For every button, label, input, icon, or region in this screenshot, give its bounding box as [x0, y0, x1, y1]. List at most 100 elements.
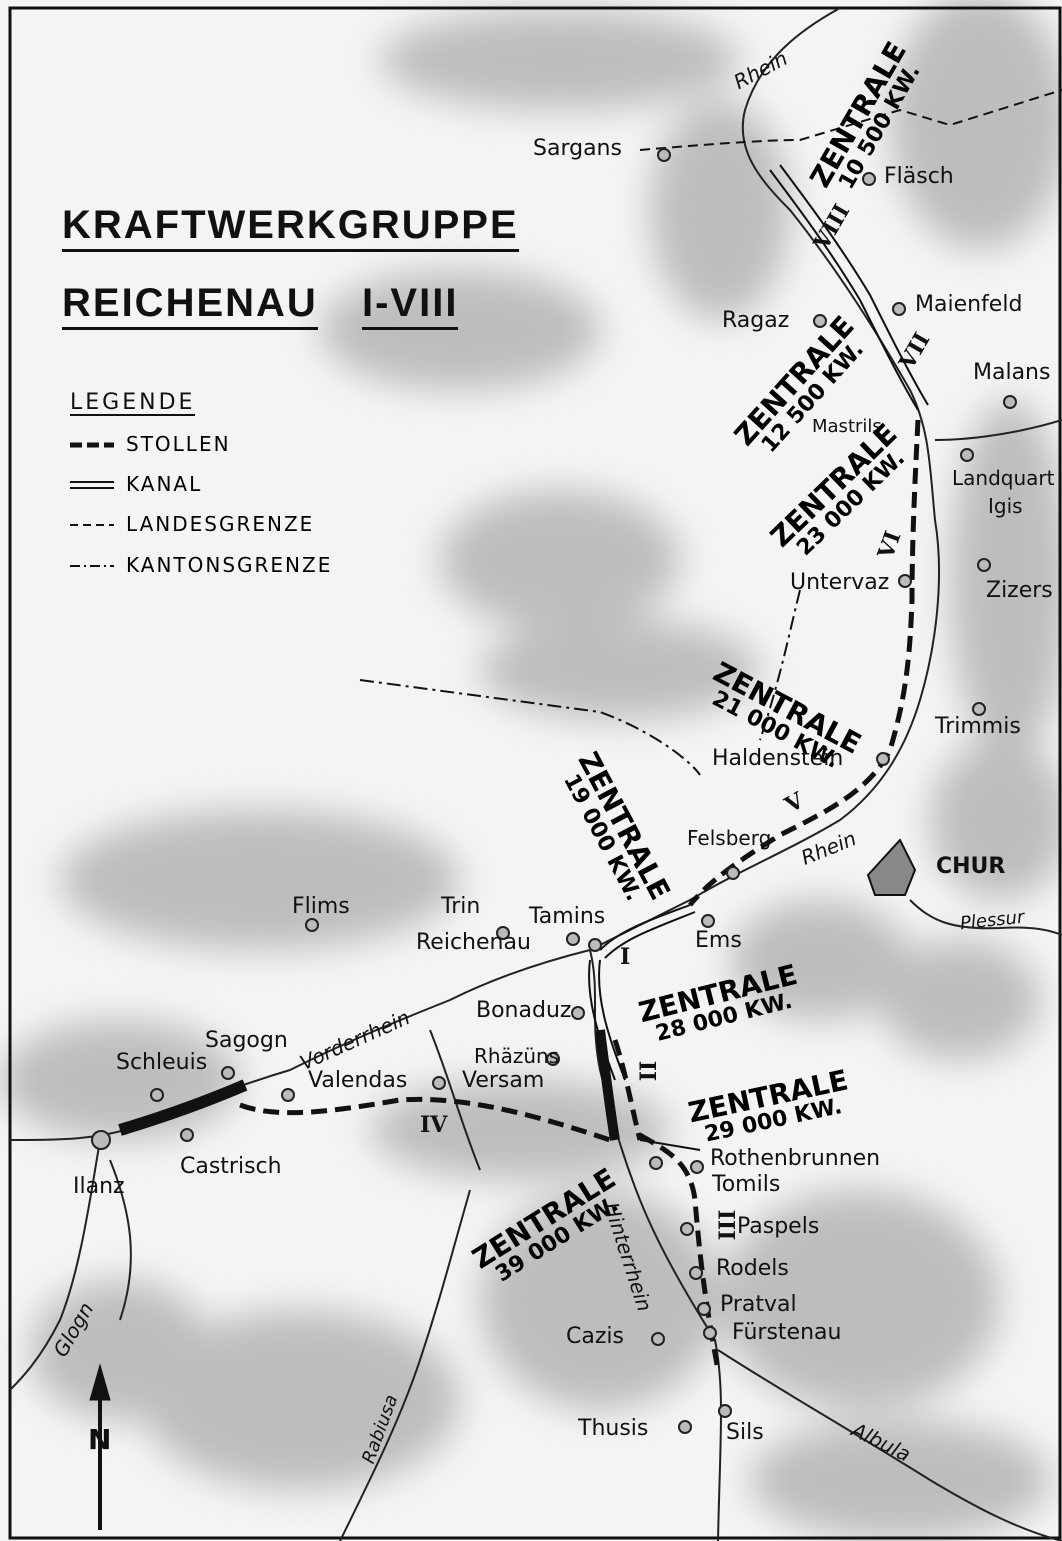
legend-heading: LEGENDE — [70, 390, 196, 416]
place-marker — [977, 558, 991, 572]
place-marker — [813, 314, 827, 328]
legend-label: STOLLEN — [126, 432, 231, 456]
place-chur: CHUR — [936, 854, 1006, 879]
place-schleuis: Schleuis — [116, 1050, 208, 1075]
place-felsberg: Felsberg — [687, 826, 772, 850]
legend-label: KANAL — [126, 472, 203, 496]
place-marker — [680, 1222, 694, 1236]
place-marker — [690, 1160, 704, 1174]
place-sagogn: Sagogn — [205, 1028, 288, 1053]
landesgrenze-line — [639, 89, 1062, 151]
legend-symbols — [70, 442, 114, 567]
place-ilanz: Ilanz — [73, 1174, 125, 1199]
stage-label-i: I — [620, 944, 631, 970]
place-marker — [496, 926, 510, 940]
place-landquart: Landquart — [952, 466, 1055, 490]
north-label: N — [88, 1423, 112, 1456]
place-marker — [960, 448, 974, 462]
place-tamins: Tamins — [529, 904, 606, 929]
place-marker — [678, 1420, 692, 1434]
place-marker — [876, 752, 890, 766]
place-bonaduz: Bonaduz — [476, 998, 572, 1023]
place-rhazuns: Rhäzüns — [474, 1044, 560, 1068]
vorderrhein-river — [9, 949, 591, 1141]
boundaries — [359, 89, 1062, 776]
place-marker — [150, 1088, 164, 1102]
place-igis: Igis — [988, 494, 1023, 518]
place-marker — [221, 1066, 235, 1080]
stage-label-iv: IV — [420, 1112, 448, 1138]
place-rothenbrunnen: Rothenbrunnen — [710, 1146, 881, 1171]
place-pratval: Pratval — [720, 1292, 797, 1317]
kanal-lines — [588, 164, 929, 1151]
place-cazis: Cazis — [566, 1324, 624, 1349]
place-flims: Flims — [292, 894, 350, 919]
place-paspels: Paspels — [737, 1214, 820, 1239]
place-marker — [1003, 395, 1017, 409]
place-furstenau: Fürstenau — [732, 1320, 842, 1345]
stollen-lines — [239, 419, 921, 1371]
place-marker — [972, 702, 986, 716]
north-arrow-icon — [89, 1363, 111, 1530]
place-marker — [571, 1006, 585, 1020]
place-valendas: Valendas — [308, 1068, 408, 1093]
place-mastrils: Mastrils — [812, 416, 882, 437]
place-sargans: Sargans — [533, 136, 622, 161]
place-marker — [898, 574, 912, 588]
landquart-river — [934, 419, 1062, 441]
kantonsgrenze-line — [359, 679, 701, 776]
place-trin: Trin — [441, 894, 481, 919]
place-trimmis: Trimmis — [935, 714, 1021, 739]
place-marker-ilanz — [91, 1130, 111, 1150]
stage-label-iii: III — [712, 1209, 739, 1241]
map-border — [8, 6, 1062, 1540]
place-zizers: Zizers — [986, 578, 1053, 603]
place-haldenstein: Haldenstein — [712, 746, 844, 771]
map-title-line1: KRAFTWERKGRUPPE — [62, 205, 519, 252]
place-marker — [862, 172, 876, 186]
map-title-line2-a: REICHENAU — [62, 283, 318, 330]
chur-city — [866, 838, 917, 896]
place-marker — [588, 938, 602, 952]
place-ems: Ems — [695, 928, 742, 953]
plessur-river — [909, 899, 1062, 936]
place-marker — [726, 866, 740, 880]
ilanz-stream — [109, 1159, 132, 1321]
legend-label: KANTONSGRENZE — [126, 553, 333, 577]
place-untervaz: Untervaz — [790, 570, 890, 595]
hinterrhein-river — [589, 949, 723, 1541]
rhein-river — [589, 7, 941, 951]
map-title-line2-b: I-VIII — [362, 283, 459, 330]
place-reichenau: Reichenau — [416, 930, 531, 955]
place-malans: Malans — [973, 360, 1051, 385]
place-marker — [657, 148, 671, 162]
place-rodels: Rodels — [716, 1256, 789, 1281]
place-marker — [718, 1404, 732, 1418]
place-marker — [697, 1302, 711, 1316]
place-tomils: Tomils — [712, 1172, 781, 1197]
place-marker — [281, 1088, 295, 1102]
kanal-schleuis — [118, 1079, 248, 1136]
place-marker — [701, 914, 715, 928]
albula-river — [717, 1349, 1062, 1541]
place-versam: Versam — [462, 1068, 545, 1093]
place-ragaz: Ragaz — [722, 308, 790, 333]
place-marker — [180, 1128, 194, 1142]
place-thusis: Thusis — [578, 1416, 649, 1441]
place-marker — [305, 918, 319, 932]
place-marker — [566, 932, 580, 946]
place-castrisch: Castrisch — [180, 1154, 282, 1179]
place-marker — [432, 1076, 446, 1090]
place-marker — [649, 1156, 663, 1170]
place-flasch: Fläsch — [884, 164, 954, 189]
place-marker — [651, 1332, 665, 1346]
place-marker — [689, 1266, 703, 1280]
place-sils: Sils — [726, 1420, 764, 1445]
stage-label-ii: II — [633, 1060, 660, 1082]
kanal-bonaduz — [595, 1029, 620, 1141]
place-marker — [892, 302, 906, 316]
place-marker — [546, 1052, 560, 1066]
